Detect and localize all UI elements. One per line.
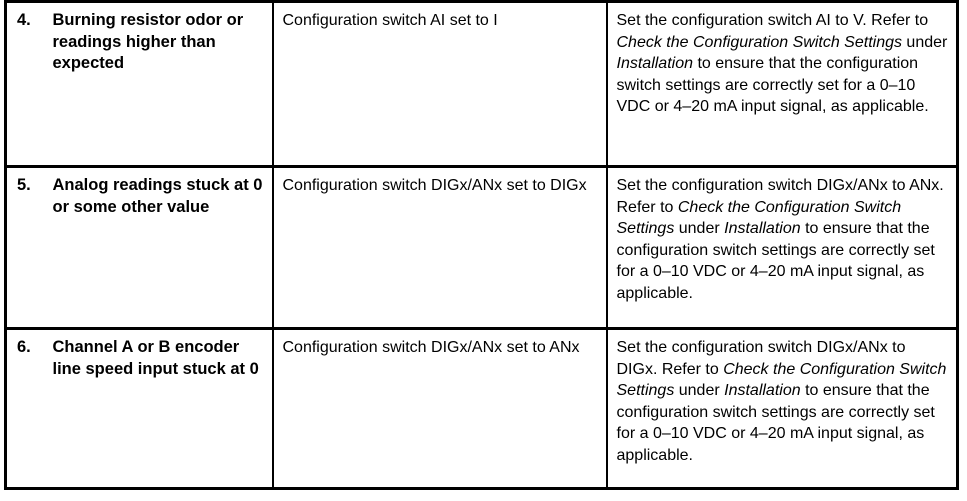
fix-plain-1: Set the configuration switch DIGx/ANx to… [616,177,944,216]
row-number: 5. [17,176,31,194]
fix-plain-3: to ensure that the configuration switch … [616,220,935,302]
fix-plain-3: to ensure that the configuration switch … [616,55,929,115]
symptom-text: Analog readings stuck at 0 or some other… [52,176,263,216]
table-row: 4. Burning resistor odor or readings hig… [4,0,959,168]
symptom-cell: Channel A or B encoder line speed input … [49,327,274,490]
corrective-action-text: Set the configuration switch DIGx/ANx to… [608,330,957,466]
fix-italic-reference-1: Check the Configuration Switch Settings [616,33,902,51]
table-row: 6. Channel A or B encoder line speed inp… [4,327,959,490]
possible-cause-cell: Configuration switch AI set to I [272,0,608,168]
corrective-action-cell: Set the configuration switch DIGx/ANx to… [606,165,959,330]
fix-plain-2: under [901,33,948,51]
fix-plain-2: under [674,220,725,237]
possible-cause-cell: Configuration switch DIGx/ANx set to ANx [272,327,608,490]
row-number: 4. [17,11,31,29]
fix-plain-1: Set the configuration switch DIGx/ANx to… [616,339,906,378]
symptom-text: Channel A or B encoder line speed input … [52,338,259,378]
fix-plain-1: Set the configuration switch AI to V. Re… [616,12,929,29]
possible-cause-cell: Configuration switch DIGx/ANx set to DIG… [272,165,608,330]
corrective-action-cell: Set the configuration switch DIGx/ANx to… [606,327,959,490]
symptom-cell: Analog readings stuck at 0 or some other… [49,165,274,330]
corrective-action-cell: Set the configuration switch AI to V. Re… [606,0,959,168]
symptom-cell: Burning resistor odor or readings higher… [49,0,274,168]
fix-italic-reference-1: Check the Configuration Switch Settings [616,198,902,238]
row-number-cell: 6. [4,327,50,490]
troubleshooting-table: 4. Burning resistor odor or readings hig… [4,0,959,490]
fix-italic-reference-2: Installation [724,382,801,399]
possible-cause-text: Configuration switch DIGx/ANx set to ANx [282,339,580,356]
possible-cause-text: Configuration switch DIGx/ANx set to DIG… [282,177,587,194]
fix-italic-reference-1: Check the Configuration Switch Settings [616,360,947,400]
fix-plain-3: to ensure that the configuration switch … [616,382,935,464]
table-row: 5. Analog readings stuck at 0 or some ot… [4,165,959,330]
fix-italic-reference-2: Installation [616,55,694,72]
row-number: 6. [17,338,31,356]
symptom-text: Burning resistor odor or readings higher… [52,11,244,72]
corrective-action-text: Set the configuration switch AI to V. Re… [608,3,957,118]
fix-italic-reference-2: Installation [724,220,801,237]
row-number-cell: 4. [4,0,50,168]
fix-plain-2: under [674,382,725,399]
row-number-cell: 5. [4,165,50,330]
corrective-action-text: Set the configuration switch DIGx/ANx to… [608,168,957,304]
possible-cause-text: Configuration switch AI set to I [282,12,498,29]
